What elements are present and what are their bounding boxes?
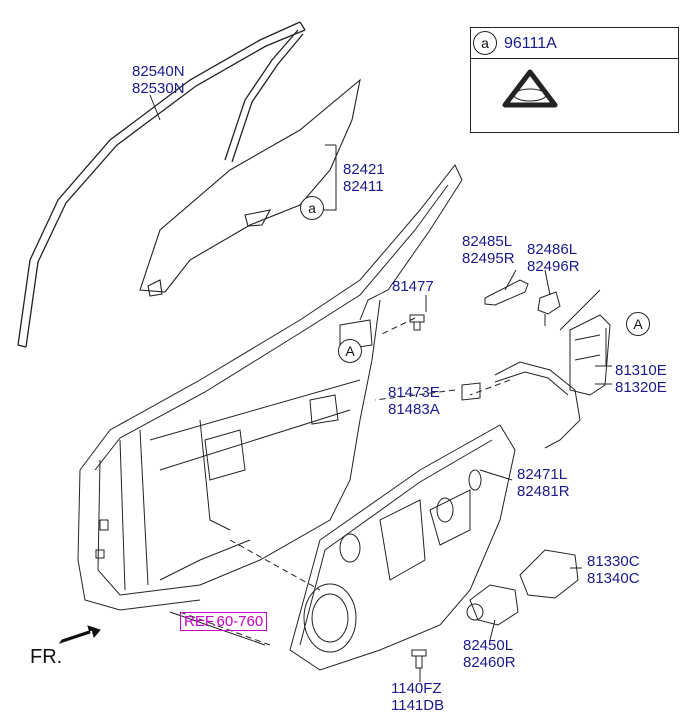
label-outside-handle-1: 82485L xyxy=(462,233,513,250)
door-glass-outline xyxy=(139,78,361,297)
callout-A-frame: A xyxy=(338,339,362,363)
label-door-glass-2: 82411 xyxy=(343,178,384,195)
leader-glass-run xyxy=(149,94,161,121)
callout-a-glass: a xyxy=(300,196,324,220)
front-direction-label: FR. xyxy=(30,646,63,668)
window-motor-part xyxy=(466,584,519,626)
label-glass-run-2: 82530N xyxy=(132,80,185,97)
label-door-glass-1: 82421 xyxy=(343,161,385,178)
inset-label-box xyxy=(470,27,679,133)
label-door-latch-1: 81310E xyxy=(615,362,667,379)
grommet-part xyxy=(409,314,425,331)
label-window-motor-2: 82460R xyxy=(463,654,516,671)
label-grommet: 81477 xyxy=(392,278,434,295)
label-leaders xyxy=(169,269,612,682)
label-glass-run-1: 82540N xyxy=(132,63,185,80)
label-bolt-1: 1140FZ xyxy=(391,680,442,697)
callout-A-latch: A xyxy=(626,312,650,336)
assembly-lines xyxy=(179,317,511,646)
label-motor-control-1: 81330C xyxy=(587,553,640,570)
label-module-panel-2: 82481R xyxy=(517,483,570,500)
label-cable-1: 81473E xyxy=(388,384,440,401)
label-handle-bracket-2: 82496R xyxy=(527,258,580,275)
glass-run-channel xyxy=(17,21,306,348)
outside-handle-part xyxy=(484,279,561,326)
front-arrow-icon xyxy=(58,625,101,644)
label-module-panel-1: 82471L xyxy=(517,466,568,483)
label-motor-control-2: 81340C xyxy=(587,570,640,587)
cable-part xyxy=(461,289,601,449)
label-door-latch-2: 81320E xyxy=(615,379,667,396)
motor-control-part xyxy=(519,549,579,599)
label-handle-bracket-1: 82486L xyxy=(527,241,578,258)
door-frame xyxy=(77,164,463,611)
bolt-part xyxy=(411,649,427,669)
label-window-motor-1: 82450L xyxy=(463,637,514,654)
label-outside-handle-2: 82495R xyxy=(462,250,515,267)
module-panel-part xyxy=(289,424,516,671)
reference-label: REF.60-760 xyxy=(180,612,268,631)
caution-label-icon xyxy=(502,69,558,108)
callout-a-inset: a xyxy=(473,31,497,55)
label-cable-2: 81483A xyxy=(388,401,440,418)
door-latch-part xyxy=(569,314,611,396)
label-bolt-2: 1141DB xyxy=(391,697,445,714)
inset-header xyxy=(471,28,678,59)
inset-part-number: 96111A xyxy=(504,35,557,52)
